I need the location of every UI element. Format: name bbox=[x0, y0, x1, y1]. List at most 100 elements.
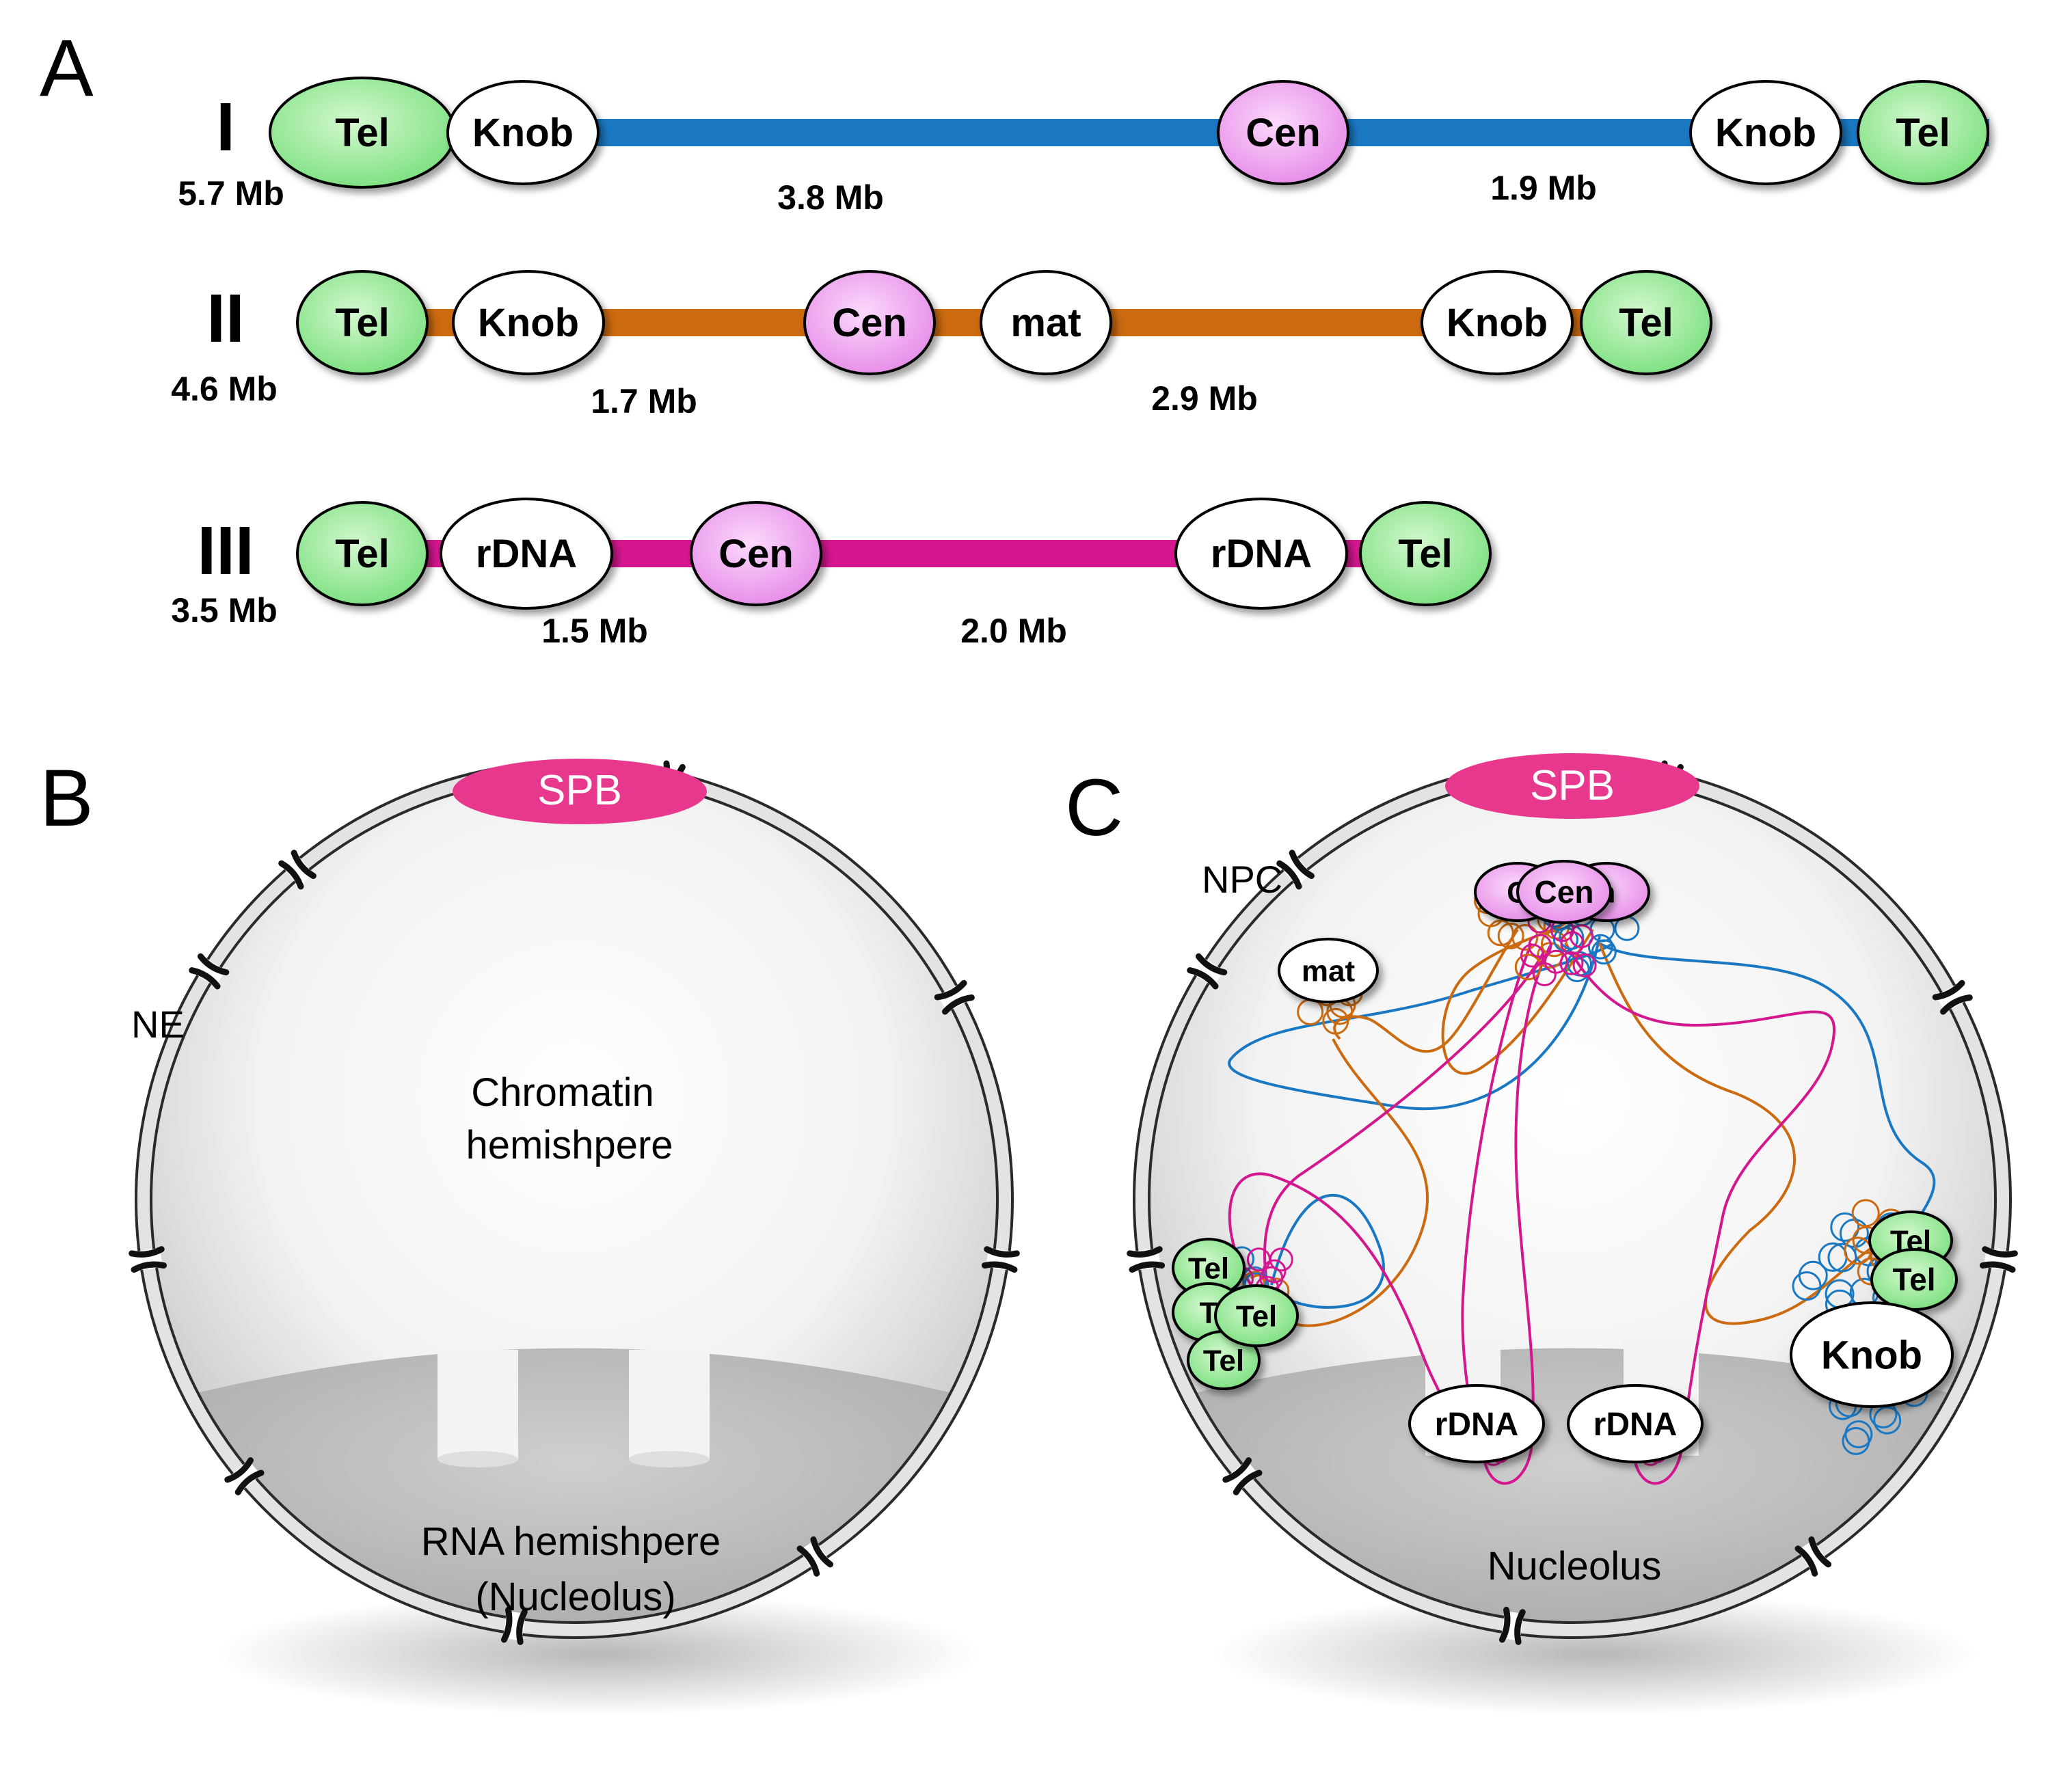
nuclear-pore bbox=[981, 1246, 1020, 1273]
telomere-marker-label: Tel bbox=[335, 301, 390, 345]
centromere-marker-shape bbox=[690, 501, 822, 606]
telomere-marker: Tel bbox=[296, 270, 429, 375]
rdna-marker-label: rDNA bbox=[1211, 532, 1312, 576]
arm-length-label: 1.7 Mb bbox=[591, 382, 697, 420]
nuclear-pore bbox=[224, 1457, 265, 1495]
knob-marker-label: Knob bbox=[1715, 111, 1816, 155]
knob-marker-shape bbox=[446, 80, 600, 185]
knob-marker: Knob bbox=[1689, 80, 1842, 185]
chromosome-numeral: II bbox=[206, 280, 245, 357]
knob-marker-shape bbox=[1689, 80, 1842, 185]
rdna-focus-shape bbox=[1408, 1384, 1545, 1463]
rdna-marker-label: rDNA bbox=[476, 532, 577, 576]
knob-marker-shape bbox=[1421, 270, 1574, 375]
rdna-focus: rDNA bbox=[1567, 1384, 1704, 1463]
telomere-focus: Tel bbox=[1172, 1238, 1246, 1298]
rdna-focus: rDNA bbox=[1408, 1384, 1545, 1463]
telomere-marker-shape bbox=[1857, 80, 1989, 185]
telomere-focus: Tel bbox=[1870, 1248, 1958, 1311]
rna-label-line1: RNA hemishpere bbox=[421, 1519, 721, 1564]
nucleus-shadow bbox=[215, 1593, 981, 1716]
nuclear-pore bbox=[796, 1536, 834, 1577]
telomere-focus-label: Tel bbox=[1236, 1299, 1277, 1333]
telomere-focus-label: Tel bbox=[1892, 1262, 1935, 1297]
chromatin-loop bbox=[1830, 1212, 1860, 1242]
telomere-marker: Tel bbox=[269, 77, 456, 189]
chromosome-2-fiber bbox=[1598, 943, 1901, 1325]
centromere-marker-shape bbox=[1217, 80, 1349, 185]
nucleolar-channel bbox=[438, 1350, 518, 1459]
chromatin-loop bbox=[1570, 924, 1594, 949]
rdna-marker: rDNA bbox=[440, 498, 613, 610]
nucleus-shadow bbox=[1213, 1593, 1979, 1716]
nuclear-pore bbox=[129, 1246, 167, 1273]
chromatin-loop bbox=[1520, 943, 1545, 968]
chromosome-1-fiber bbox=[1598, 942, 1936, 1251]
knob-focus: Knob bbox=[1790, 1301, 1954, 1408]
nuclear-pore bbox=[1187, 953, 1228, 990]
knob-marker-label: Knob bbox=[472, 111, 574, 155]
chromatin-label-line1: Chromatin bbox=[471, 1070, 654, 1115]
knob-marker-label: Knob bbox=[478, 301, 579, 345]
chromosome-numeral: III bbox=[197, 513, 254, 589]
telomere-marker: Tel bbox=[1580, 270, 1712, 375]
telomere-marker: Tel bbox=[1857, 80, 1989, 185]
knob-focus-label: Knob bbox=[1821, 1333, 1922, 1377]
arm-length-label: 3.8 Mb bbox=[777, 178, 884, 217]
chromosome-total-size: 5.7 Mb bbox=[178, 174, 284, 213]
chromatin-label-line2: hemishpere bbox=[466, 1123, 673, 1167]
telomere-focus: Tel bbox=[1214, 1284, 1299, 1347]
chromatin-loop bbox=[1851, 1199, 1880, 1228]
spb-body bbox=[453, 759, 707, 824]
telomere-marker-label: Tel bbox=[335, 111, 390, 155]
telomere-focus-label: Tel bbox=[1188, 1251, 1229, 1285]
rdna-focus-label: rDNA bbox=[1593, 1407, 1678, 1443]
telomere-focus-shape bbox=[1214, 1284, 1299, 1347]
chromosome-3-fiber bbox=[1482, 943, 1553, 1485]
spb-label: SPB bbox=[537, 767, 622, 814]
chromatin-loop bbox=[1792, 1271, 1822, 1301]
ne-label: NE bbox=[131, 1003, 185, 1046]
centromere-marker-label: Cen bbox=[718, 532, 794, 576]
telomere-marker-label: Tel bbox=[335, 532, 390, 576]
mat-locus-marker-label: mat bbox=[1010, 301, 1081, 345]
knob-focus-shape bbox=[1790, 1301, 1954, 1408]
chromosome-total-size: 4.6 Mb bbox=[171, 370, 278, 408]
nuclear-pore bbox=[1498, 1606, 1526, 1645]
centromere-marker: Cen bbox=[690, 501, 822, 606]
chromatin-loop bbox=[1487, 919, 1514, 947]
telomere-marker-shape bbox=[1359, 501, 1492, 606]
rdna-marker: rDNA bbox=[1174, 498, 1348, 610]
chromatin-loop bbox=[1587, 934, 1613, 960]
nucleolar-channel bbox=[629, 1350, 710, 1459]
chromatin-loop bbox=[1844, 1420, 1873, 1448]
chromatin-loop bbox=[1572, 953, 1597, 977]
mat-locus-focus: mat bbox=[1278, 938, 1379, 1003]
nuclear-pore bbox=[1794, 1536, 1832, 1577]
chromosome-2-fiber bbox=[1333, 928, 1519, 1053]
centromere-marker: Cen bbox=[1217, 80, 1349, 185]
centromere-marker-shape bbox=[803, 270, 936, 375]
npc-label: NPC bbox=[1202, 858, 1282, 901]
chromatin-loop bbox=[1873, 1406, 1902, 1435]
rdna-focus-label: rDNA bbox=[1435, 1407, 1519, 1443]
nuclear-pore bbox=[1276, 850, 1315, 890]
panel-letter-c: C bbox=[1065, 763, 1123, 853]
spb-label: SPB bbox=[1530, 762, 1615, 809]
chromatin-loop bbox=[1591, 939, 1617, 965]
panel-letter-b: B bbox=[40, 753, 94, 843]
centromere-focus-shape bbox=[1516, 860, 1612, 924]
telomere-marker-label: Tel bbox=[1896, 111, 1950, 155]
chromosome-total-size: 3.5 Mb bbox=[171, 591, 278, 629]
mat-locus-marker-shape bbox=[980, 270, 1112, 375]
telomere-focus: Tel bbox=[1187, 1330, 1261, 1390]
knob-marker: Knob bbox=[446, 80, 600, 185]
rdna-focus-shape bbox=[1567, 1384, 1704, 1463]
chromatin-loop bbox=[1540, 930, 1568, 958]
nuclear-pore bbox=[1932, 979, 1973, 1015]
knob-marker-shape bbox=[452, 270, 605, 375]
